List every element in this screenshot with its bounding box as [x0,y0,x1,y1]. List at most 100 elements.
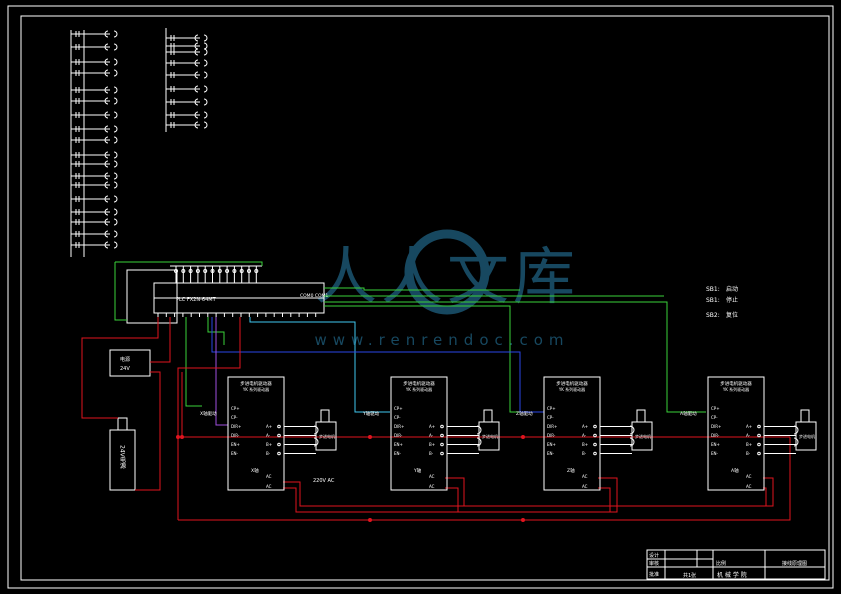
motor-winding [313,437,319,447]
driver-input-terminal: CP+ [231,406,240,411]
driver-output-dot [277,433,281,438]
wiring-layer [81,261,791,522]
driver-input-terminal: CP+ [547,406,556,411]
plc-terminal-label: COM0 COM1 [300,293,328,299]
power-module-voltage: 24V [120,366,130,372]
ladder-coil [104,111,109,119]
ladder-coil [104,195,109,203]
driver-input-terminal: EN- [547,451,555,456]
wire-junction [180,435,184,439]
driver-input-terminal: DIR- [394,433,403,438]
ladder-coil [113,208,118,216]
motor-shaft [636,409,646,423]
plc-pin-switch [195,269,200,273]
plc-pin-switch [217,269,222,273]
driver-subtitle: YK 系列驱动器 [722,386,749,392]
ladder-coil [113,195,118,203]
driver-output-dot [593,442,597,447]
power-supply-module: 电源 24V [109,349,151,377]
title-design: 设计 [649,552,659,559]
ladder-diagram-right [165,28,208,132]
driver-title: 步进电机驱动器 [720,380,752,387]
motor-shaft [320,409,330,423]
ladder-coil [203,98,208,106]
ladder-coil [113,181,118,189]
cyan-wire-d2 [249,317,390,413]
motor-label: 步进电机 [319,433,335,439]
red-wire [177,317,241,520]
green-wire [324,287,520,291]
driver-output-dot [757,442,761,447]
ladder-coil [104,125,109,133]
driver-output-terminal: A- [582,433,587,438]
green-wire-d4 [324,301,706,413]
watermark: 人人文库 www.renrendoc.com [314,229,579,349]
ladder-coil [194,71,199,79]
motor-shaft [483,409,493,423]
title-approve: 批准 [649,571,659,578]
ladder-coil [203,59,208,67]
ladder-diagram-left [70,30,118,257]
power-enclosure [126,269,178,324]
driver-ac-terminal: AC [582,484,588,489]
ladder-coil [104,97,109,105]
title-scale: 比例 [716,560,726,567]
driver-output-dot [757,433,761,438]
driver-ac-terminal: AC [582,474,588,479]
ladder-coil [113,30,118,38]
green-wire [114,262,127,321]
motor-shaft [800,409,810,423]
ladder-coil [113,241,118,249]
legend-value-3: 复位 [726,311,738,319]
driver-ac-terminal: AC [266,474,272,479]
ladder-coil [203,71,208,79]
plc-pin-switch [239,269,244,273]
inner-frame [20,15,830,581]
driver-output-terminal: A- [429,433,434,438]
driver-output-dot [440,442,444,447]
red-wire [81,317,159,419]
driver-input-terminal: DIR- [547,433,556,438]
driver-output-terminal: B+ [266,442,272,447]
motor-label: 步进电机 [635,433,651,439]
driver-output-dot [440,424,444,429]
plc-model-label: PLC FX2N-64MT [176,297,217,303]
ladder-coil [113,111,118,119]
driver-axis-label: X轴 [251,467,259,474]
driver-input-label: A轴驱动 [680,410,697,417]
driver-box [227,376,285,491]
driver-input-terminal: EN- [231,451,239,456]
ladder-coil [113,69,118,77]
ladder-coil [194,111,199,119]
watermark-brand: 人人文库 [315,240,579,313]
driver-subtitle: YK 系列驱动器 [405,386,432,392]
ladder-coil [104,30,109,38]
ladder-coil [113,218,118,226]
motor-label: 步进电机 [482,433,498,439]
plc-unit: PLC FX2N-64MT COM0 COM1 [153,265,328,317]
driver-output-terminal: A+ [582,424,588,429]
driver-output-terminal: A- [266,433,271,438]
driver-output-dot [593,424,597,429]
driver-title: 步进电机驱动器 [556,380,588,387]
ladder-coil [113,230,118,238]
legend-key-1: SB1: [706,286,720,293]
red-wire [178,437,791,521]
ac-supply-label: 220V AC [313,478,335,484]
plc-pin-switch [203,269,208,273]
ladder-coil [113,172,118,180]
ladder-coil [104,218,109,226]
green-wire [115,261,263,266]
ladder-coil [194,98,199,106]
title-drawing-name: 接线原理图 [782,560,807,567]
plc-pin-switch [232,269,237,273]
driver-title: 步进电机驱动器 [403,380,435,387]
driver-input-label: Z轴驱动 [516,410,533,417]
driver-input-terminal: EN- [711,451,719,456]
power-module-label: 电源 [120,356,130,363]
